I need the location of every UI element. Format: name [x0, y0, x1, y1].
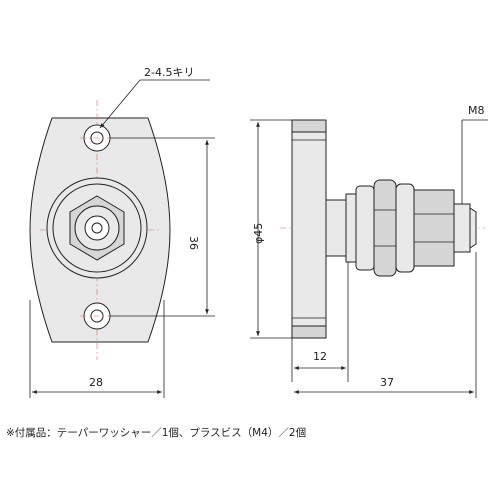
dim-hole-pitch: 36 — [110, 137, 215, 317]
center-boss — [46, 177, 148, 279]
side-flange-plate — [291, 119, 327, 339]
side-threaded-stud — [453, 203, 477, 253]
front-view: 2-4.5キリ 36 28 — [29, 66, 215, 398]
side-terminal-nuts — [355, 179, 455, 277]
side-boss — [325, 199, 349, 257]
dim-width-label: 28 — [89, 376, 103, 389]
dim-flange-depth: 12 — [291, 262, 349, 382]
dim-total-length-label: 37 — [380, 376, 394, 389]
dim-thread: M8 — [461, 104, 488, 204]
dim-thread-label: M8 — [468, 104, 485, 117]
dim-total-length: 37 — [294, 252, 477, 398]
dim-flange-depth-label: 12 — [313, 350, 327, 363]
side-view: φ45 M8 12 37 — [250, 104, 488, 398]
dim-diameter-label: φ45 — [252, 223, 265, 244]
dim-width: 28 — [29, 300, 165, 398]
dim-diameter: φ45 — [250, 119, 292, 339]
dim-hole-pitch-label: 36 — [187, 236, 200, 250]
accessory-note: ※付属品：テーパーワッシャー／1個、プラスビス（M4）／2個 — [6, 426, 306, 439]
bottom-mounting-hole — [80, 302, 114, 330]
hole-callout: 2-4.5キリ — [99, 66, 210, 129]
hole-callout-label: 2-4.5キリ — [144, 66, 194, 79]
